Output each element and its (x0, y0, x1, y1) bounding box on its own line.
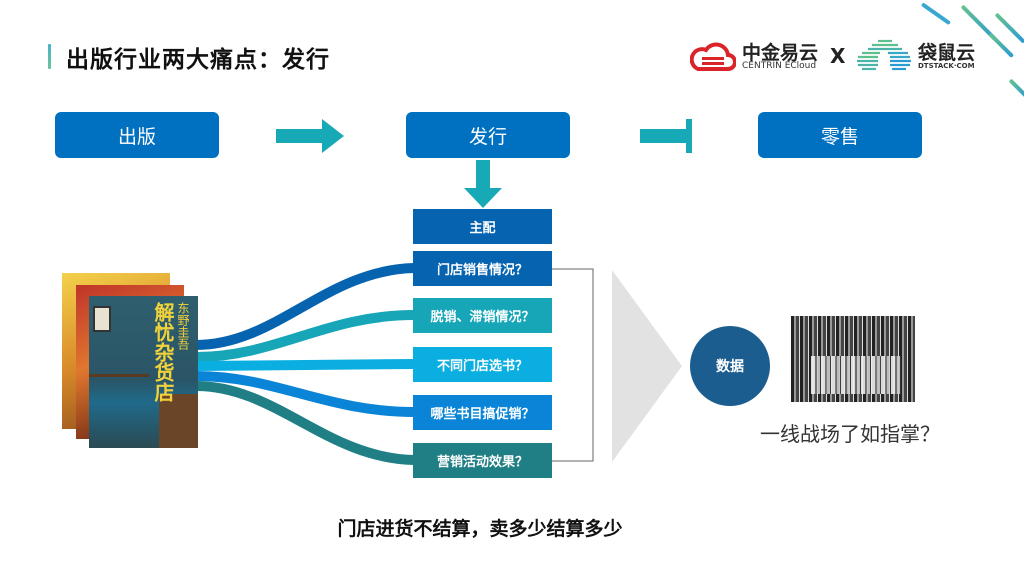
flow-curve (196, 263, 415, 350)
centrin-name-cn: 中金易云 (742, 42, 819, 64)
centrin-name-en: CENTRIN ECloud (742, 61, 817, 71)
arrow-right-icon (640, 119, 692, 153)
dtstack-name-cn: 袋鼠云 (918, 42, 976, 64)
main-distribution-header: 主配 (413, 209, 552, 244)
book-title: 解忧杂货店 (151, 302, 175, 402)
dtstack-logo: 袋鼠云 DTSTACK·COM (856, 38, 986, 72)
stage-distribution[interactable]: 发行 (406, 112, 570, 158)
book-frame (93, 306, 111, 332)
decorative-line (988, 32, 1015, 59)
arrow-right-icon (276, 119, 344, 153)
bracket-line (552, 268, 594, 462)
question-marketing-effect[interactable]: 营销活动效果？ (413, 443, 552, 478)
data-circle: 数据 (690, 326, 770, 406)
flow-curve (196, 359, 415, 371)
decorative-line (994, 12, 1024, 44)
arrow-down-icon (464, 160, 502, 208)
question-store-book-selection[interactable]: 不同门店选书？ (413, 347, 552, 382)
decorative-line (1008, 78, 1024, 99)
decorative-line (920, 2, 951, 26)
logo-separator: X (830, 44, 846, 68)
book-shelf (89, 374, 149, 377)
flow-curve (196, 381, 415, 465)
question-store-sales[interactable]: 门店销售情况？ (413, 251, 552, 286)
bookstore-photo (791, 316, 915, 402)
book-author: 东野圭吾 (176, 302, 190, 350)
stage-publishing[interactable]: 出版 (55, 112, 219, 158)
triangle-pointer (612, 270, 682, 462)
flow-curve (196, 371, 415, 417)
question-promotion-titles[interactable]: 哪些书目搞促销？ (413, 395, 552, 430)
page-title: 出版行业两大痛点：发行 (66, 47, 330, 73)
data-circle-label: 数据 (716, 359, 744, 375)
dtstack-name-en: DTSTACK·COM (918, 62, 975, 70)
question-stockout-overstock[interactable]: 脱销、滞销情况？ (413, 298, 552, 333)
photo-table (811, 356, 901, 394)
flow-curve (196, 310, 415, 362)
retail-caption: 一线战场了如指掌？ (760, 422, 940, 446)
stage-retail[interactable]: 零售 (758, 112, 922, 158)
book-cover-front: 解忧杂货店 东野圭吾 (89, 296, 198, 448)
bottom-statement: 门店进货不结算，卖多少结算多少 (337, 518, 623, 540)
book-desk (159, 394, 198, 448)
dtstack-cloud-icon (857, 39, 911, 71)
title-accent-bar (48, 44, 51, 69)
flow-curves (196, 263, 415, 465)
centrin-logo: 中金易云 CENTRIN ECloud (690, 38, 820, 72)
cloud-icon (690, 42, 736, 71)
